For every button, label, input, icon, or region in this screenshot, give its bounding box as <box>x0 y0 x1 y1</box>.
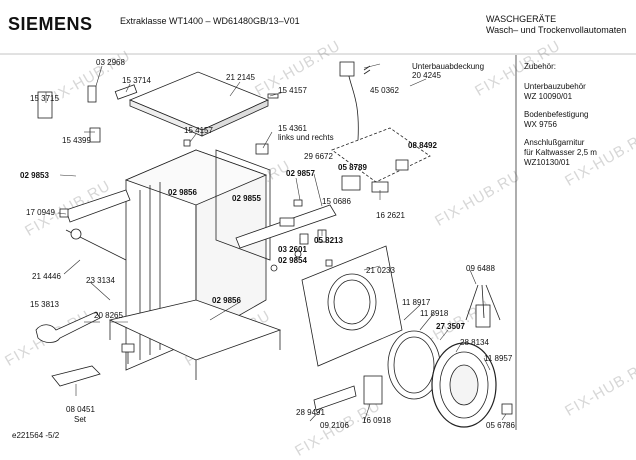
control-panel-bar <box>235 204 337 249</box>
part-label: 21 4446 <box>32 272 61 281</box>
category-title: WASCHGERÄTE <box>486 14 557 24</box>
part-label: 15 4361 <box>278 124 307 133</box>
part-label: 02 9857 <box>286 169 315 178</box>
accessory-number: WZ10130/01 <box>524 158 570 167</box>
accessories-panel: Zubehör: Unterbauzubehör WZ 10090/01 Bod… <box>524 62 597 168</box>
part-label: 02 9853 <box>20 171 49 180</box>
part-label: 08 8492 <box>408 141 437 150</box>
cross-strut <box>65 189 131 223</box>
accessories-title: Zubehör: <box>524 62 557 71</box>
part-label: 21 2145 <box>226 73 255 82</box>
part-label: links und rechts <box>278 133 334 142</box>
transport-set-plate <box>51 365 101 387</box>
part-label: 11 8918 <box>420 309 449 318</box>
part-label: 15 3714 <box>122 76 151 85</box>
part-label: 03 2601 <box>278 245 307 254</box>
part-label: 27 3507 <box>436 322 465 331</box>
part-label: 23 3134 <box>86 276 115 285</box>
hinge-small <box>87 85 97 103</box>
part-label: 15 4399 <box>62 136 91 145</box>
part-label: 02 9854 <box>278 256 307 265</box>
part-label: 29 6672 <box>304 152 333 161</box>
part-label: 03 2968 <box>96 58 125 67</box>
part-label: 16 0918 <box>362 416 391 425</box>
accessory-item: Bodenbefestigung WX 9756 <box>524 110 597 130</box>
accessory-number: WZ 10090/01 <box>524 92 573 101</box>
subcategory-title: Wasch– und Trockenvollautomaten <box>486 25 627 35</box>
part-label: 15 4157 <box>184 126 213 135</box>
document-id: e221564 -5/2 <box>12 431 60 440</box>
mains-cable <box>347 71 359 141</box>
transport-wrench <box>35 311 101 343</box>
part-label: 45 0362 <box>370 86 399 95</box>
model-title: Extraklasse WT1400 – WD61480GB/13–V01 <box>120 16 300 26</box>
part-label: 21 0233 <box>366 266 395 275</box>
part-label: 08 0451 <box>66 405 95 414</box>
part-label: 02 9856 <box>168 188 197 197</box>
brand-logo: SIEMENS <box>8 14 93 34</box>
part-label: 20 8265 <box>94 311 123 320</box>
part-label: 05 6786 <box>486 421 515 430</box>
part-label: 17 0949 <box>26 208 55 217</box>
accessory-number: WX 9756 <box>524 120 557 129</box>
part-label: 05 8789 <box>338 163 367 172</box>
door-lock <box>363 375 383 405</box>
part-label: 15 3715 <box>30 94 59 103</box>
part-label: 02 9855 <box>232 194 261 203</box>
part-label: 05 8213 <box>314 236 343 245</box>
part-label: 28 8134 <box>460 338 489 347</box>
part-label: 11 8957 <box>484 354 513 363</box>
part-label: 09 6488 <box>466 264 495 273</box>
part-label: 15 3813 <box>30 300 59 309</box>
accessory-name: Bodenbefestigung <box>524 110 589 119</box>
part-label: 09 2106 <box>320 421 349 430</box>
suppressor-group <box>331 127 431 183</box>
part-label: 15 0686 <box>322 197 351 206</box>
accessory-item: Anschlußgarnitur für Kaltwasser 2,5 m WZ… <box>524 138 597 168</box>
part-label: 16 2621 <box>376 211 405 220</box>
part-label: 15 4157 <box>278 86 307 95</box>
part-label: 20 4245 <box>412 71 441 80</box>
accessory-name: Anschlußgarnitur <box>524 138 585 147</box>
part-label: 02 9856 <box>212 296 241 305</box>
part-label: 28 9491 <box>296 408 325 417</box>
detergent-drawer-handle <box>313 385 357 411</box>
part-label: Unterbauabdeckung <box>412 62 485 71</box>
accessory-detail: für Kaltwasser 2,5 m <box>524 148 597 157</box>
part-label: 11 8917 <box>402 298 431 307</box>
exploded-parts-drawing <box>0 53 636 430</box>
accessory-item: Unterbauzubehör WZ 10090/01 <box>524 82 597 102</box>
accessory-name: Unterbauzubehör <box>524 82 586 91</box>
part-label: Set <box>74 415 87 424</box>
